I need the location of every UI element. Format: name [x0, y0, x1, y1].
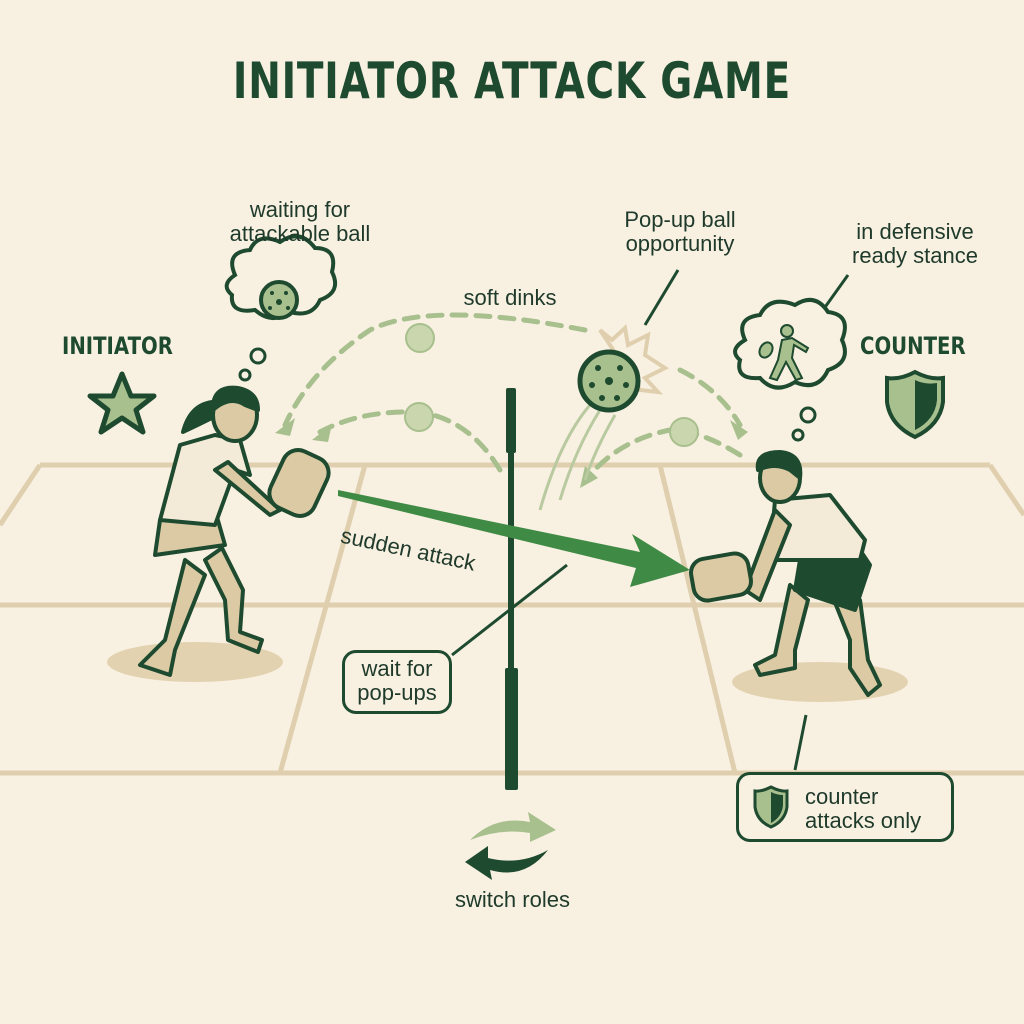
speed-lines [538, 404, 617, 511]
net [505, 388, 518, 790]
wait-for-popups-box: wait for pop-ups [342, 650, 452, 714]
soft-dinks-label: soft dinks [463, 285, 557, 310]
shield-icon [885, 369, 945, 440]
counter-label: COUNTER [860, 332, 966, 360]
initiator-label: INITIATOR [62, 332, 173, 360]
initiator-thought-cloud [224, 234, 337, 382]
switch-roles-label: switch roles [455, 887, 570, 912]
sudden-attack-arrow [338, 490, 690, 587]
counter-attacks-only-box: counter attacks only [736, 772, 954, 842]
switch-roles-icon [465, 812, 556, 880]
initiator-thought-text: waiting for attackable ball [229, 197, 371, 246]
star-icon [87, 371, 157, 435]
counter-player [689, 450, 882, 697]
initiator-player [138, 385, 331, 677]
shield-icon [753, 785, 789, 829]
player-icon [758, 324, 810, 382]
defensive-stance-label: in defensive ready stance [852, 219, 978, 268]
burst [598, 324, 670, 395]
page-title: INITIATOR ATTACK GAME [232, 52, 792, 110]
popup-opportunity-label: Pop-up ball opportunity [624, 207, 736, 256]
arrowheads [275, 418, 748, 488]
dink-balls [404, 323, 699, 447]
